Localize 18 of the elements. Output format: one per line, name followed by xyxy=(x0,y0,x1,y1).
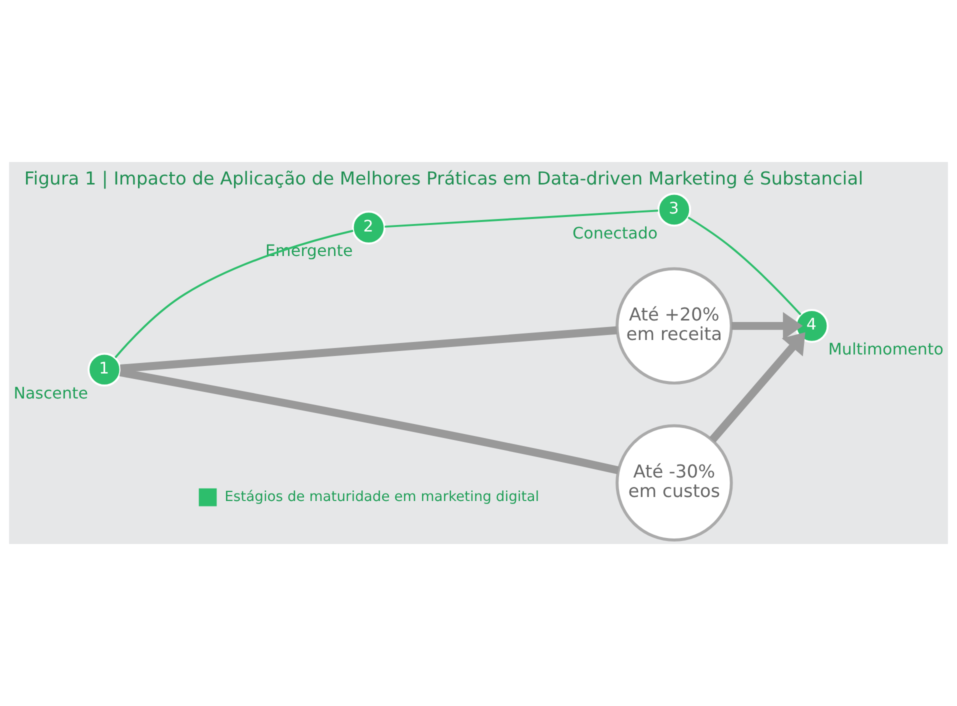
node-circle: 2 xyxy=(352,210,386,244)
node-circle: Até -30% em custos xyxy=(616,424,733,542)
node-label: Conectado xyxy=(572,223,658,242)
node-circle: 1 xyxy=(88,352,122,387)
node-circle: 4 xyxy=(794,309,829,343)
node-circle: 3 xyxy=(657,192,692,227)
connector xyxy=(119,368,620,474)
arrow xyxy=(732,312,803,340)
node-label: Nascente xyxy=(14,383,88,402)
connector xyxy=(384,210,658,228)
connector xyxy=(120,326,618,372)
node-circle: Até +20% em receita xyxy=(616,267,733,385)
legend-label: Estágios de maturidade em marketing digital xyxy=(224,488,540,505)
diagram-title: Figura 1 | Impacto de Aplicação de Melhores Práticas em Data-driven Marketing é Substancial xyxy=(24,168,864,190)
connector xyxy=(688,216,802,316)
connector xyxy=(114,230,354,358)
arrow xyxy=(709,332,806,443)
node-label: Multimomento xyxy=(828,340,944,359)
